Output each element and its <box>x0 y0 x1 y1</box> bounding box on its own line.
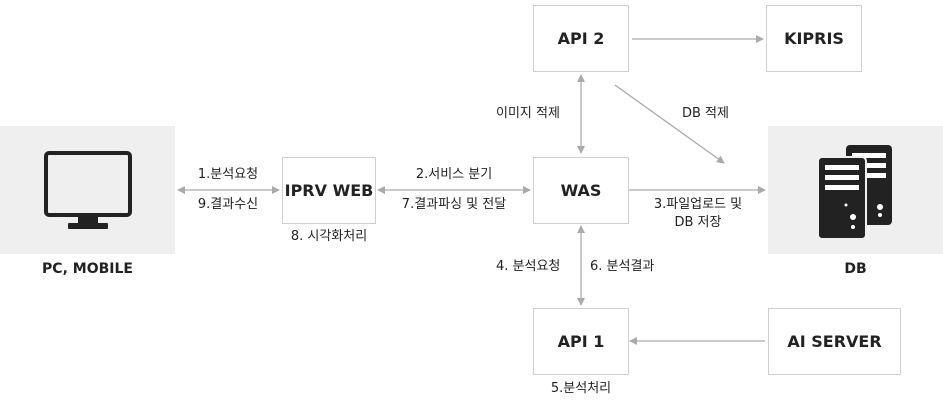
edge-label-analysis-request: 4. 분석요청 <box>496 259 561 274</box>
node-label: IPRV WEB <box>284 181 374 200</box>
node-iprv-web: IPRV WEB <box>282 157 376 224</box>
pc-panel <box>0 126 175 254</box>
edge-label-db-load: DB 적제 <box>682 106 729 121</box>
edge-label-file-upload: 3.파일업로드 및 <box>653 197 743 212</box>
node-kipris: KIPRIS <box>766 5 862 72</box>
server-icon <box>817 145 892 240</box>
node-was: WAS <box>533 157 629 224</box>
edge-label-parse: 7.결과파싱 및 전달 <box>401 197 507 212</box>
db-caption: DB <box>844 261 867 277</box>
node-label: WAS <box>560 181 602 200</box>
edge-label-branch: 2.서비스 분기 <box>415 167 493 182</box>
note-visualization: 8. 시각화처리 <box>290 229 368 244</box>
edge-label-receive: 9.결과수신 <box>197 197 259 212</box>
node-label: AI SERVER <box>787 332 882 351</box>
node-ai-server: AI SERVER <box>768 308 901 375</box>
pc-caption: PC, MOBILE <box>42 261 133 277</box>
node-label: API 1 <box>557 332 605 351</box>
node-label: KIPRIS <box>784 29 844 48</box>
edge-label-request: 1.분석요청 <box>197 167 259 182</box>
note-analysis-process: 5.분석처리 <box>550 381 612 396</box>
node-api2: API 2 <box>533 5 629 72</box>
node-label: API 2 <box>557 29 605 48</box>
node-api1: API 1 <box>533 308 629 375</box>
edge-label-db-save: DB 저장 <box>674 215 722 230</box>
edge-label-analysis-result: 6. 분석결과 <box>590 259 655 274</box>
monitor-icon <box>44 151 132 229</box>
edge-api2-db <box>614 84 725 164</box>
edge-label-image-load: 이미지 적제 <box>496 106 560 121</box>
